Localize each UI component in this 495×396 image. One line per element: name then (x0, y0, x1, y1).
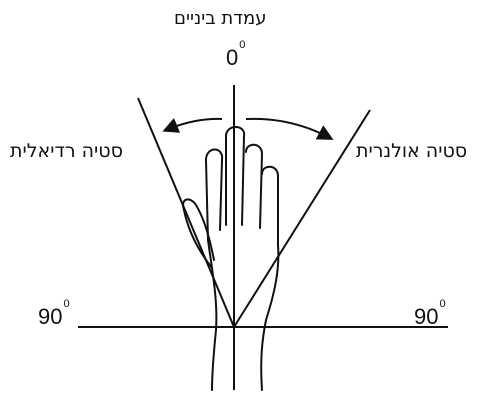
zero-degree-value: 0 (226, 45, 238, 70)
hand-outline (183, 127, 278, 390)
left-ninety-value: 90 (38, 304, 62, 329)
zero-degree-label: 00 (226, 45, 245, 71)
right-ninety-degree-label: 900 (414, 304, 446, 330)
zero-degree-unit: 0 (239, 39, 245, 51)
neutral-position-label: עמדת ביניים (174, 8, 267, 29)
ulnar-deviation-line (234, 110, 370, 327)
left-ninety-degree-label: 900 (38, 304, 70, 330)
radial-deviation-label: סטיה רדיאלית (10, 140, 123, 162)
radial-arc-arrow (166, 119, 222, 130)
ulnar-deviation-label: סטיה אולנרית (356, 140, 467, 162)
ulnar-arc-arrow (246, 119, 330, 138)
right-ninety-unit: 0 (439, 298, 445, 310)
left-ninety-unit: 0 (63, 298, 69, 310)
right-ninety-value: 90 (414, 304, 438, 329)
